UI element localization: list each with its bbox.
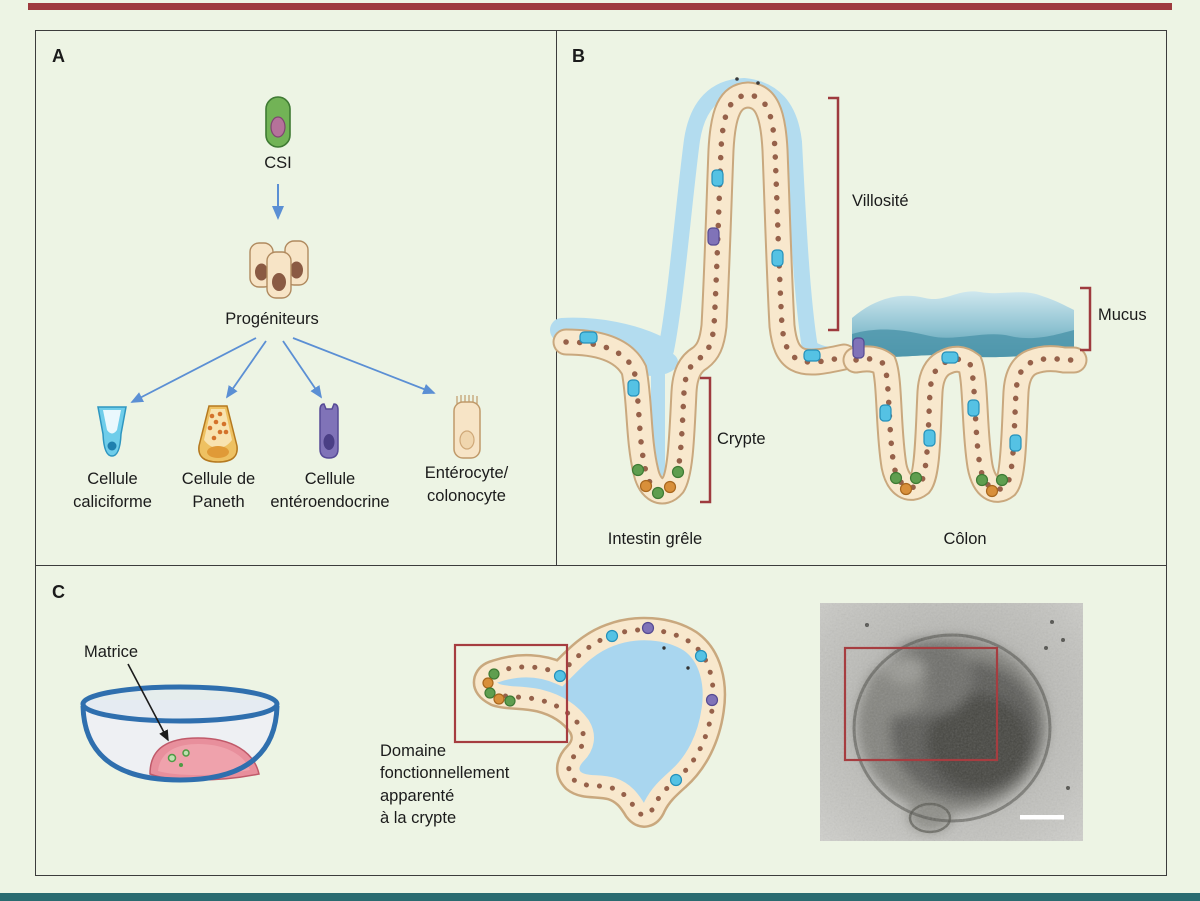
panel-b-letter: B: [572, 46, 585, 66]
paneth-cell-icon: [198, 405, 238, 463]
progenitor-cells-icon: [249, 240, 309, 299]
villus-bracket: [828, 96, 840, 332]
panel-divider-horizontal: [35, 565, 1167, 566]
goblet-cell-icon: [97, 406, 127, 457]
villus-label: Villosité: [852, 192, 909, 210]
enterocyte-cell-label: Entérocyte/ colonocyte: [424, 464, 509, 506]
arrows-progenitors-to-cell-types: [130, 337, 436, 403]
small-intestine-secretory-cells: [579, 77, 821, 500]
measurement-brackets: [700, 96, 1092, 504]
crypt-bracket: [700, 376, 712, 504]
panel-divider-vertical: [556, 30, 557, 565]
progenitors-label: Progéniteurs: [225, 310, 319, 328]
colon-label: Côlon: [943, 530, 987, 548]
top-rule-bar: [28, 3, 1172, 10]
crypt-domain-highlight-box: [453, 643, 569, 744]
colon-secretory-cells: [852, 337, 1022, 498]
paneth-cell-label: Cellule de Paneth: [181, 470, 256, 512]
matrix-label: Matrice: [84, 643, 139, 661]
scale-bar: [1020, 815, 1064, 820]
colon-epithelium: [842, 345, 1088, 503]
matrix-pointer-arrow: [127, 663, 169, 742]
small-intestine-label: Intestin grêle: [607, 530, 703, 548]
petri-dish-icon: [80, 684, 280, 783]
panel-c-letter: C: [52, 582, 65, 602]
micrograph-highlight-box: [843, 646, 999, 762]
enterocyte-cell-icon: [453, 395, 481, 459]
colon-mucus-layer: [852, 291, 1074, 358]
figure-frame: [35, 30, 1167, 876]
enteroendocrine-cell-icon: [319, 403, 339, 459]
panel-a-letter: A: [52, 46, 65, 66]
enteroendocrine-cell-label: Cellule entéroendocrine: [270, 470, 390, 512]
mucus-bracket: [1080, 286, 1092, 352]
organoid-schematic: [483, 623, 718, 815]
crypt-label: Crypte: [717, 430, 766, 448]
mucus-label: Mucus: [1098, 306, 1147, 324]
small-intestine-epithelium: [552, 81, 858, 505]
csi-cell-icon: [265, 96, 291, 148]
organoid-micrograph: [820, 603, 1083, 841]
goblet-cell-label: Cellule caliciforme: [73, 470, 152, 512]
crypt-domain-label: Domaine fonctionnellement apparenté à la…: [380, 742, 510, 827]
csi-label: CSI: [264, 154, 292, 172]
bottom-rule-bar: [0, 893, 1200, 901]
